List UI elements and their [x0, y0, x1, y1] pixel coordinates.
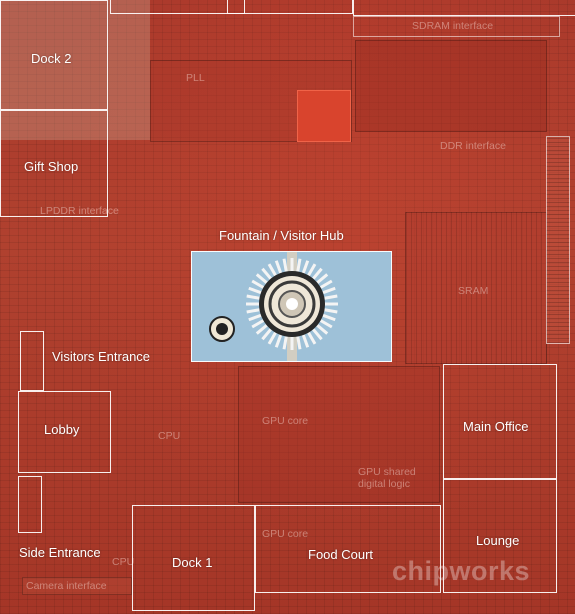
die-block-highlight [297, 90, 351, 142]
food-court-label: Food Court [308, 547, 374, 562]
lpddr-interface-label: LPDDR interface [40, 205, 119, 217]
top-box-left [110, 0, 245, 14]
top-box-right [353, 0, 575, 16]
dock-2-label: Dock 2 [31, 51, 72, 66]
cpu-label: CPU [158, 430, 181, 442]
lobby-zone[interactable]: Lobby [18, 391, 111, 473]
main-office-label: Main Office [463, 419, 529, 434]
die-block-top-right [355, 40, 547, 132]
cpu-left-label: CPU [112, 556, 135, 568]
dock-2-zone[interactable]: Dock 2 [0, 0, 108, 110]
fountain-hub-label: Fountain / Visitor Hub [219, 228, 344, 243]
lounge-zone[interactable]: Lounge [443, 479, 557, 593]
gpu-core-top-label: GPU core [262, 415, 309, 427]
top-right-box [353, 16, 560, 37]
dock-1-zone[interactable]: Dock 1 [132, 505, 255, 611]
lobby-label: Lobby [44, 422, 80, 437]
die-block-gpu-core [238, 366, 440, 503]
die-block-bottom-strip [22, 577, 132, 595]
sram-label: SRAM [458, 285, 489, 297]
visitors-entrance-marker[interactable] [20, 331, 44, 391]
gpu-shared-label: GPU shared digital logic [358, 466, 416, 490]
main-office-zone[interactable]: Main Office [443, 364, 557, 479]
chipworks-watermark: chipworks [392, 556, 531, 586]
gift-shop-zone[interactable]: Gift Shop [0, 110, 108, 217]
gift-shop-label: Gift Shop [24, 159, 79, 174]
dock-1-label: Dock 1 [172, 555, 213, 570]
side-entrance-label: Side Entrance [19, 545, 101, 560]
sdram-interface-label: SDRAM interface [412, 20, 494, 32]
lounge-label: Lounge [476, 533, 520, 548]
ddr-interface-label: DDR interface [440, 140, 506, 152]
pll-label: PLL [186, 72, 205, 84]
die-block-dock2-sheen [0, 0, 150, 140]
die-block-sram [405, 212, 547, 364]
die-block-right-strip [546, 136, 570, 344]
side-entrance-marker[interactable] [18, 476, 42, 533]
camera-interface-label: Camera interface [26, 580, 107, 592]
visitors-entrance-label: Visitors Entrance [52, 349, 151, 364]
fountain-icon [209, 252, 338, 361]
fountain-visitor-hub-zone[interactable] [191, 251, 392, 362]
gpu-core-bottom-label: GPU core [262, 528, 309, 540]
top-box-middle [227, 0, 353, 14]
food-court-zone[interactable]: Food Court [255, 505, 441, 593]
